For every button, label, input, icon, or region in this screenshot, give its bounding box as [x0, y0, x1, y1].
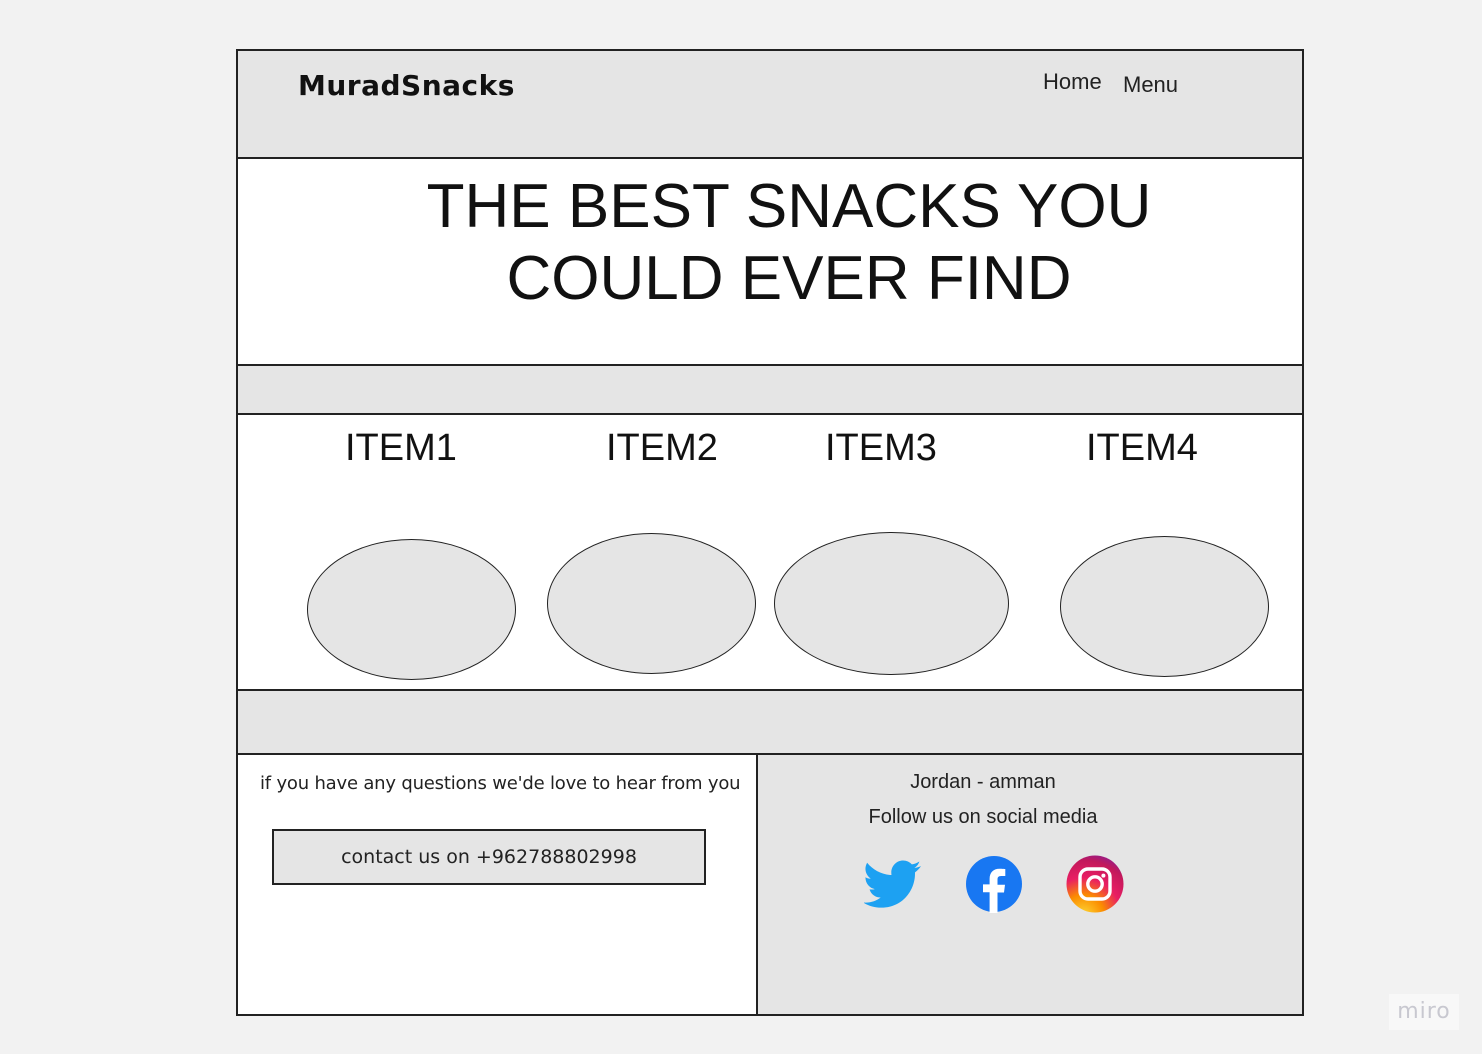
item-3-image[interactable]: [774, 532, 1009, 675]
location-text: Jordan - amman: [910, 771, 1056, 793]
twitter-icon[interactable]: [863, 855, 922, 913]
hero-title-line1: THE BEST SNACKS YOU: [426, 172, 1152, 241]
hero-title: THE BEST SNACKS YOU COULD EVER FIND: [238, 171, 1302, 315]
footer-contact-panel: if you have any questions we'de love to …: [238, 755, 758, 1014]
divider-band-top: [238, 366, 1302, 415]
follow-social-text: Follow us on social media: [868, 806, 1098, 828]
item-4-label: ITEM4: [1086, 427, 1198, 469]
nav-home-link[interactable]: Home: [1043, 69, 1102, 94]
item-2-image[interactable]: [547, 533, 756, 674]
contact-prompt-text: if you have any questions we'de love to …: [260, 773, 741, 794]
site-header: MuradSnacks Home Menu: [238, 51, 1302, 159]
divider-band-bottom: [238, 691, 1302, 755]
hero-section: THE BEST SNACKS YOU COULD EVER FIND: [238, 159, 1302, 366]
contact-button[interactable]: contact us on +962788802998: [272, 829, 706, 885]
nav-menu-link[interactable]: Menu: [1123, 72, 1179, 97]
hero-title-line2: COULD EVER FIND: [506, 244, 1072, 313]
item-1-label: ITEM1: [345, 427, 457, 469]
item-4-image[interactable]: [1060, 536, 1269, 677]
item-3-label: ITEM3: [825, 427, 937, 469]
page-frame: MuradSnacks Home Menu THE BEST SNACKS YO…: [236, 49, 1304, 1016]
site-logo[interactable]: MuradSnacks: [298, 69, 515, 102]
footer-social-panel: Jordan - amman Follow us on social media: [758, 755, 1302, 1014]
items-section: ITEM1 ITEM2 ITEM3 ITEM4: [238, 415, 1302, 691]
item-1-image[interactable]: [307, 539, 516, 680]
item-2-label: ITEM2: [606, 427, 718, 469]
instagram-icon[interactable]: [1066, 855, 1124, 913]
facebook-icon[interactable]: [965, 855, 1023, 913]
miro-watermark: miro: [1389, 994, 1459, 1030]
